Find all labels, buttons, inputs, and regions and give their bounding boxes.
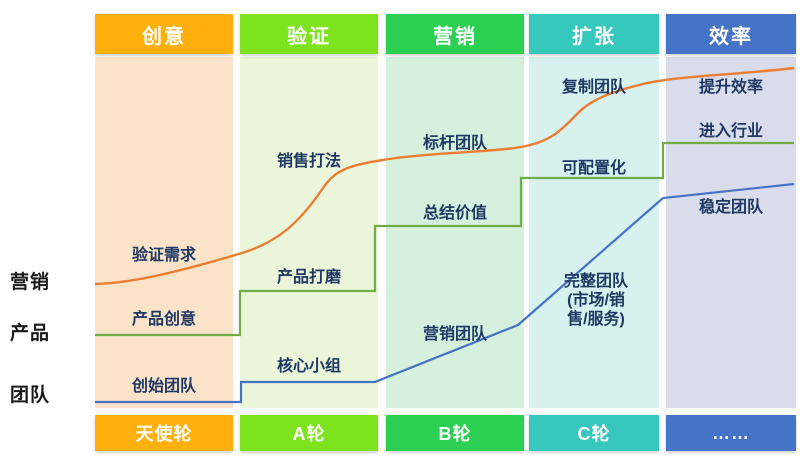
milestone-complete-team: 完整团队 (市场/销售/服务): [563, 273, 628, 328]
milestone-stable-team: 稳定团队: [698, 199, 763, 216]
stage-header-idea: 创意: [95, 14, 233, 54]
round-label-series-a: A轮: [240, 415, 378, 451]
track-label-marketing: 营销: [10, 272, 51, 293]
round-label-series-b: B轮: [386, 415, 524, 451]
milestone-configurable: 可配置化: [561, 160, 626, 177]
milestone-summarize-value: 总结价值: [422, 205, 487, 222]
round-label-series-c: C轮: [529, 415, 659, 451]
milestone-product-polish: 产品打磨: [276, 269, 341, 286]
track-label-team: 团队: [10, 385, 51, 406]
milestone-core-group: 核心小组: [276, 358, 341, 375]
round-label-later: ……: [666, 415, 796, 451]
milestone-sales-playbook: 销售打法: [276, 153, 341, 170]
milestone-founding-team: 创始团队: [131, 378, 196, 395]
band-marketing: [386, 57, 524, 408]
band-idea: [95, 57, 233, 408]
round-label-angel: 天使轮: [95, 415, 233, 451]
stage-header-efficiency: 效率: [666, 14, 796, 54]
milestone-validate-demand: 验证需求: [131, 247, 196, 264]
band-efficiency: [666, 57, 796, 408]
stage-header-validation: 验证: [240, 14, 378, 54]
stage-header-marketing: 营销: [386, 14, 524, 54]
band-expansion: [529, 57, 659, 408]
band-validation: [240, 57, 378, 408]
milestone-product-idea: 产品创意: [131, 311, 196, 328]
track-label-product: 产品: [10, 323, 51, 344]
milestone-enter-industry: 进入行业: [698, 123, 763, 140]
stage-header-expansion: 扩张: [529, 14, 659, 54]
milestone-marketing-team: 营销团队: [422, 326, 487, 343]
milestone-improve-efficiency: 提升效率: [698, 79, 763, 96]
milestone-replicate-team: 复制团队: [561, 79, 626, 96]
milestone-benchmark-team: 标杆团队: [422, 135, 487, 152]
